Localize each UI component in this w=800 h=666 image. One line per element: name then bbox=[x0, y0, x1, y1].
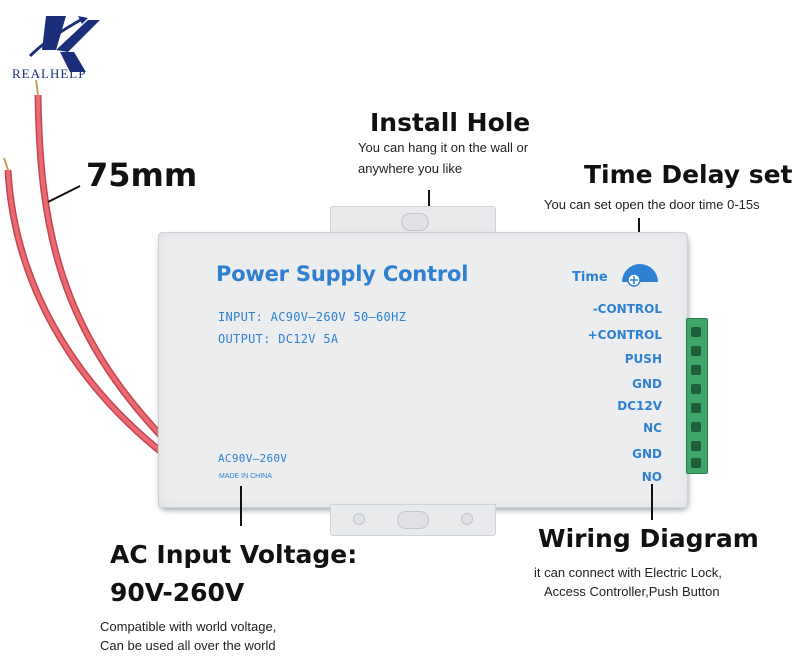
terminal-label-push: PUSH bbox=[624, 352, 662, 366]
ac-input-title-1: AC Input Voltage: bbox=[110, 540, 358, 569]
wiring-pointer bbox=[651, 484, 653, 520]
logo-wordmark: REALHELP bbox=[12, 66, 87, 81]
screw-hole-left bbox=[353, 513, 365, 525]
wiring-diagram-title: Wiring Diagram bbox=[538, 524, 759, 553]
terminal-label-no: NO bbox=[641, 470, 662, 484]
terminal-screw[interactable] bbox=[691, 384, 701, 394]
terminal-screw[interactable] bbox=[691, 458, 701, 468]
ac-input-text-2: Can be used all over the world bbox=[100, 638, 276, 653]
ac-input-pointer bbox=[240, 486, 242, 526]
time-adjust-knob-icon[interactable] bbox=[618, 260, 662, 288]
install-hole-text-1: You can hang it on the wall or bbox=[358, 140, 529, 155]
mounting-ear-bottom bbox=[330, 504, 496, 536]
install-hole-slot bbox=[401, 213, 429, 231]
made-in-label: MADE IN CHINA bbox=[219, 473, 272, 480]
terminal-screw[interactable] bbox=[691, 403, 701, 413]
terminal-screw[interactable] bbox=[691, 365, 701, 375]
install-hole-title: Install Hole bbox=[370, 108, 531, 137]
device-ac-label: AC90V—260V bbox=[218, 452, 288, 465]
wiring-diagram-text-1: it can connect with Electric Lock, bbox=[534, 565, 722, 580]
time-label: Time bbox=[572, 270, 608, 285]
install-hole-text-2: anywhere you like bbox=[358, 161, 463, 176]
device-title: Power Supply Control bbox=[216, 262, 469, 286]
install-hole-slot-bottom bbox=[397, 511, 429, 529]
device-input-spec: INPUT: AC90V—260V 50—60HZ bbox=[218, 310, 407, 324]
time-delay-title: Time Delay set bbox=[584, 160, 793, 189]
ac-input-title-2: 90V-260V bbox=[110, 578, 245, 607]
terminal-label-nc: NC bbox=[643, 421, 662, 435]
terminal-label-neg-control: -CONTROL bbox=[592, 302, 662, 316]
terminal-screw[interactable] bbox=[691, 422, 701, 432]
realhelp-logo-icon bbox=[28, 16, 100, 72]
terminal-label-dc12v: DC12V bbox=[617, 399, 662, 413]
wiring-diagram-text-2: Access Controller,Push Button bbox=[544, 584, 720, 599]
terminal-label-gnd-2: GND bbox=[632, 447, 662, 461]
terminal-label-gnd-1: GND bbox=[632, 377, 662, 391]
terminal-screw[interactable] bbox=[691, 441, 701, 451]
time-delay-text: You can set open the door time 0-15s bbox=[544, 197, 760, 212]
terminal-block[interactable] bbox=[686, 318, 708, 474]
screw-hole-right bbox=[461, 513, 473, 525]
terminal-screw[interactable] bbox=[691, 327, 701, 337]
ac-input-text-1: Compatible with world voltage, bbox=[100, 619, 277, 634]
device-output-spec: OUTPUT: DC12V 5A bbox=[218, 332, 339, 346]
terminal-screw[interactable] bbox=[691, 346, 701, 356]
terminal-label-pos-control: +CONTROL bbox=[587, 328, 662, 342]
wire-length-label: 75mm bbox=[86, 156, 198, 194]
